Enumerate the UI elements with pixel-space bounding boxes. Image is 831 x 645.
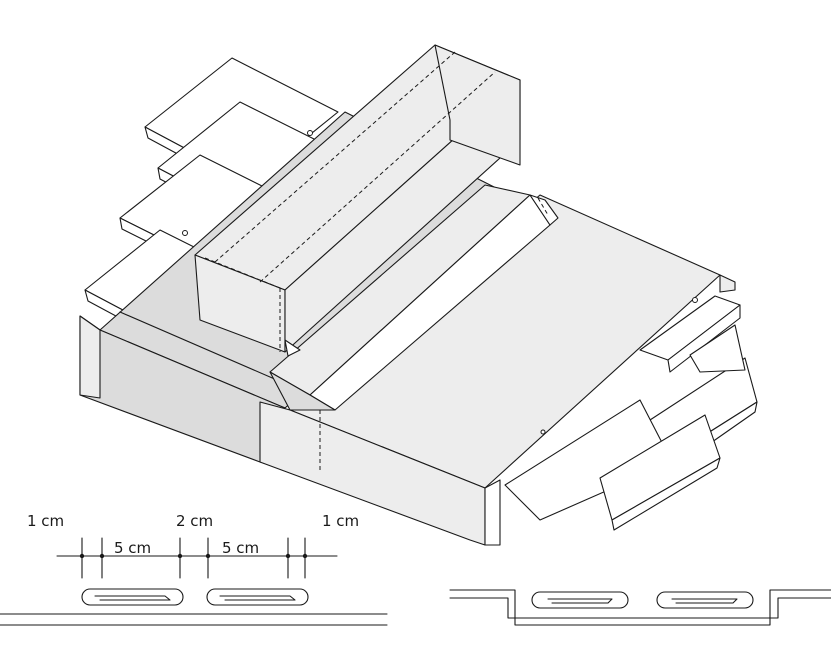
ridge-seam [269, 184, 559, 411]
ridge-cap-box [194, 44, 546, 435]
label-1cm-left: 1 cm [27, 512, 64, 530]
dimension-scale: 1 cm 2 cm 1 cm 5 cm 5 cm [27, 512, 359, 579]
cross-section-left [0, 588, 388, 626]
right-boards [504, 295, 758, 531]
cross-section-right [449, 589, 831, 626]
label-2cm: 2 cm [176, 512, 213, 530]
label-5cm-right: 5 cm [222, 539, 259, 557]
label-5cm-left: 5 cm [114, 539, 151, 557]
label-1cm-right: 1 cm [322, 512, 359, 530]
